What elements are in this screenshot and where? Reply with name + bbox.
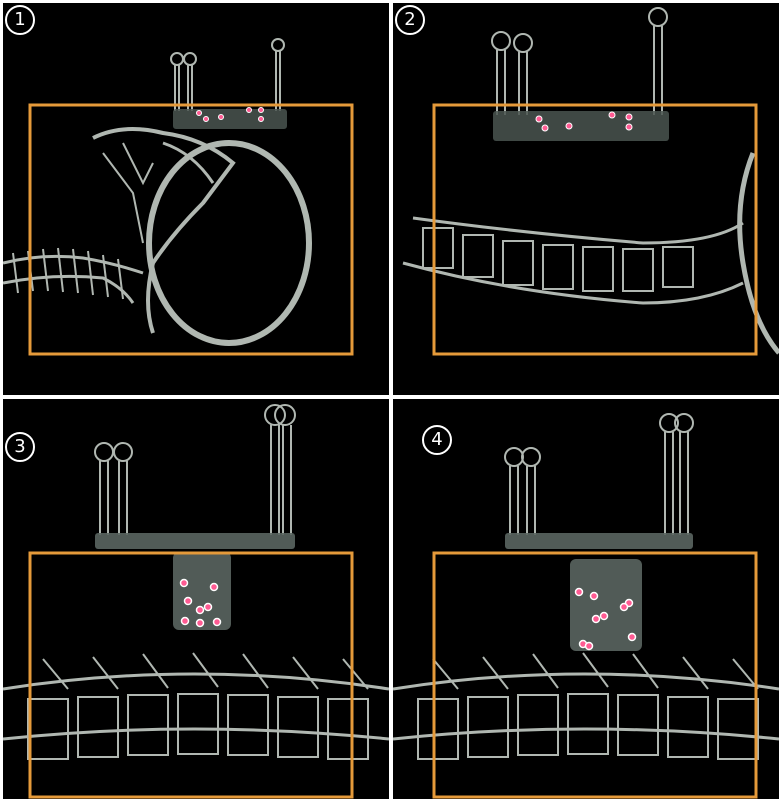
panel-number-badge: 4 <box>422 425 452 455</box>
spine-with-offset-marker-block-image <box>393 399 779 799</box>
panel-1: 1 <box>3 3 389 395</box>
skull-xray-image <box>3 3 389 395</box>
panel-3: 3 <box>3 399 389 799</box>
spine-with-marker-block-image <box>3 399 389 799</box>
spine-xray-closeup-image <box>393 3 779 395</box>
panel-2: 2 <box>393 3 779 395</box>
panel-number-badge: 2 <box>395 5 425 35</box>
panel-number-badge: 3 <box>5 432 35 462</box>
panel-number-badge: 1 <box>5 5 35 35</box>
panel-4: 4 <box>393 399 779 799</box>
